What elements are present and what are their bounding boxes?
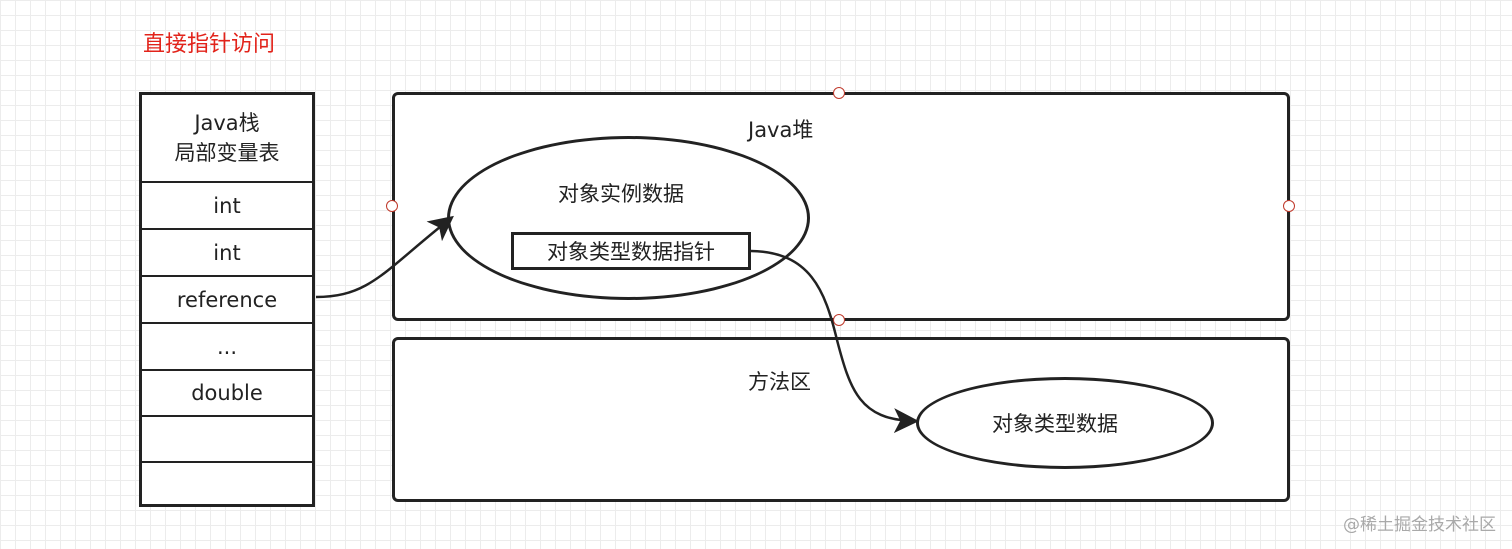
local-variable-table-title: 局部变量表 — [174, 141, 280, 165]
heap-right-handle[interactable] — [1283, 200, 1295, 212]
heap-top-handle[interactable] — [833, 87, 845, 99]
java-stack-header: Java栈 局部变量表 — [142, 95, 312, 183]
watermark-text: @稀土掘金技术社区 — [1343, 515, 1496, 535]
heap-bottom-handle[interactable] — [833, 314, 845, 326]
stack-slot-int-1: int — [142, 183, 312, 230]
stack-slot-reference: reference — [142, 277, 312, 324]
heap-left-handle[interactable] — [386, 200, 398, 212]
stack-slot-double: double — [142, 370, 312, 417]
stack-slot-empty-1 — [142, 416, 312, 463]
type-data-pointer-box: 对象类型数据指针 — [511, 232, 751, 270]
object-type-data-ellipse — [916, 377, 1214, 469]
stack-slot-int-2: int — [142, 230, 312, 277]
method-area-label: 方法区 — [748, 370, 811, 394]
stack-slot-empty-2 — [142, 462, 312, 509]
object-type-data-label: 对象类型数据 — [992, 412, 1118, 436]
stack-slot-ellipsis: ... — [142, 324, 312, 371]
diagram-title: 直接指针访问 — [143, 32, 276, 57]
java-stack-header-title: Java栈 — [194, 111, 260, 135]
object-instance-label: 对象实例数据 — [558, 182, 684, 206]
java-stack-table: Java栈 局部变量表 int int reference ... double — [139, 92, 315, 507]
object-instance-ellipse — [447, 136, 810, 300]
java-heap-label: Java堆 — [748, 118, 814, 142]
